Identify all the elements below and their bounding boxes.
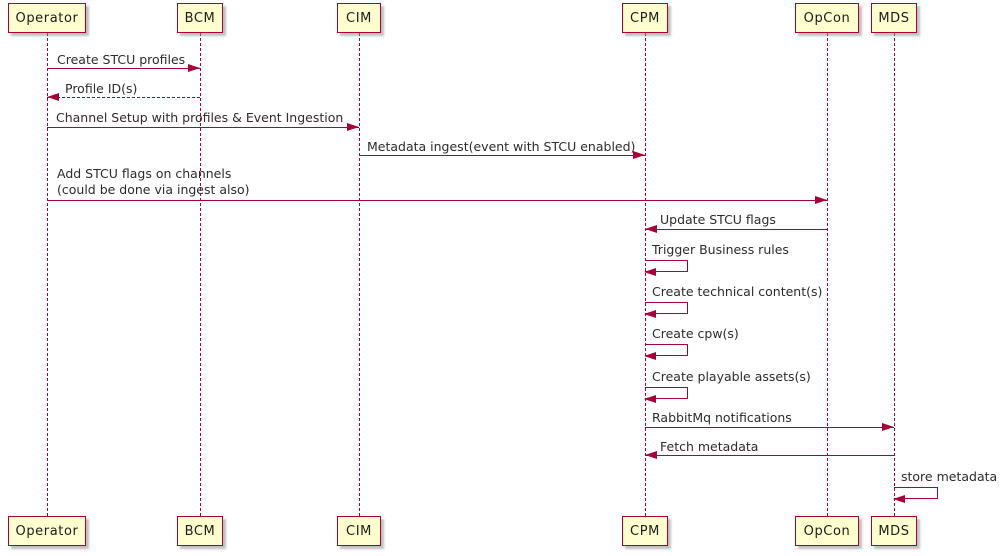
self-message-store-metadata <box>893 487 938 503</box>
message-label-update-stcu-flags: Update STCU flags <box>660 212 776 227</box>
arrowhead-right-icon <box>815 196 827 204</box>
self-message-create-cpws <box>644 344 688 360</box>
arrow-line <box>645 427 894 428</box>
message-label-create-playable-assets: Create playable assets(s) <box>652 369 811 384</box>
actor-bcm-bottom: BCM <box>177 516 223 546</box>
arrowhead-left-icon <box>644 268 656 276</box>
actor-cim-bottom: CIM <box>337 516 381 546</box>
message-label-create-cpws: Create cpw(s) <box>652 326 739 341</box>
message-arrow-fetch-metadata <box>645 451 894 460</box>
lifeline-operator <box>47 33 48 516</box>
message-label-channel-setup: Channel Setup with profiles & Event Inge… <box>56 110 344 125</box>
self-message-create-playable-assets <box>644 387 688 403</box>
message-label-add-stcu-flags: Add STCU flags on channels (could be don… <box>57 166 250 197</box>
lifeline-cim <box>359 33 360 516</box>
actor-mds-bottom: MDS <box>871 516 917 546</box>
message-label-profile-ids: Profile ID(s) <box>65 81 138 96</box>
message-label-store-metadata: store metadata <box>901 469 998 484</box>
lifeline-bcm <box>200 33 201 516</box>
arrow-line <box>645 229 827 230</box>
lifeline-opcon <box>827 33 828 516</box>
arrow-line <box>47 127 359 128</box>
lifeline-mds <box>894 33 895 516</box>
message-arrow-rabbitmq-notifications <box>645 423 894 432</box>
actor-operator-bottom: Operator <box>8 516 86 546</box>
message-arrow-update-stcu-flags <box>645 225 827 234</box>
actor-cpm-bottom: CPM <box>622 516 668 546</box>
arrow-line <box>47 97 200 98</box>
arrowhead-right-icon <box>882 423 894 431</box>
arrow-line <box>645 455 894 456</box>
message-arrow-profile-ids <box>47 93 200 102</box>
message-label-create-stcu-profiles: Create STCU profiles <box>57 52 186 67</box>
arrowhead-left-icon <box>644 395 656 403</box>
self-message-create-technical-contents <box>644 302 688 318</box>
actor-bcm-top: BCM <box>177 3 223 33</box>
arrowhead-right-icon <box>188 64 200 72</box>
arrowhead-left-icon <box>645 225 657 233</box>
arrowhead-left-icon <box>645 451 657 459</box>
actor-operator-top: Operator <box>8 3 86 33</box>
message-arrow-add-stcu-flags <box>47 196 827 205</box>
arrowhead-left-icon <box>644 352 656 360</box>
actor-opcon-bottom: OpCon <box>795 516 859 546</box>
actor-cim-top: CIM <box>337 3 381 33</box>
message-label-create-technical-contents: Create technical content(s) <box>652 284 823 299</box>
actor-mds-top: MDS <box>871 3 917 33</box>
arrowhead-left-icon <box>644 310 656 318</box>
arrowhead-right-icon <box>347 123 359 131</box>
message-label-rabbitmq-notifications: RabbitMq notifications <box>652 410 792 425</box>
actor-opcon-top: OpCon <box>795 3 859 33</box>
arrowhead-left-icon <box>47 93 59 101</box>
arrow-line <box>47 68 200 69</box>
message-arrow-create-stcu-profiles <box>47 64 200 73</box>
actor-cpm-top: CPM <box>622 3 668 33</box>
message-label-fetch-metadata: Fetch metadata <box>660 439 759 454</box>
arrowhead-left-icon <box>893 495 905 503</box>
self-message-trigger-business-rules <box>644 260 688 276</box>
message-label-trigger-business-rules: Trigger Business rules <box>652 242 789 257</box>
message-arrow-channel-setup <box>47 123 359 132</box>
arrow-line <box>47 200 827 201</box>
message-arrow-metadata-ingest <box>359 151 645 160</box>
message-label-metadata-ingest: Metadata ingest(event with STCU enabled) <box>367 139 636 154</box>
arrowhead-right-icon <box>633 151 645 159</box>
arrow-line <box>359 155 645 156</box>
